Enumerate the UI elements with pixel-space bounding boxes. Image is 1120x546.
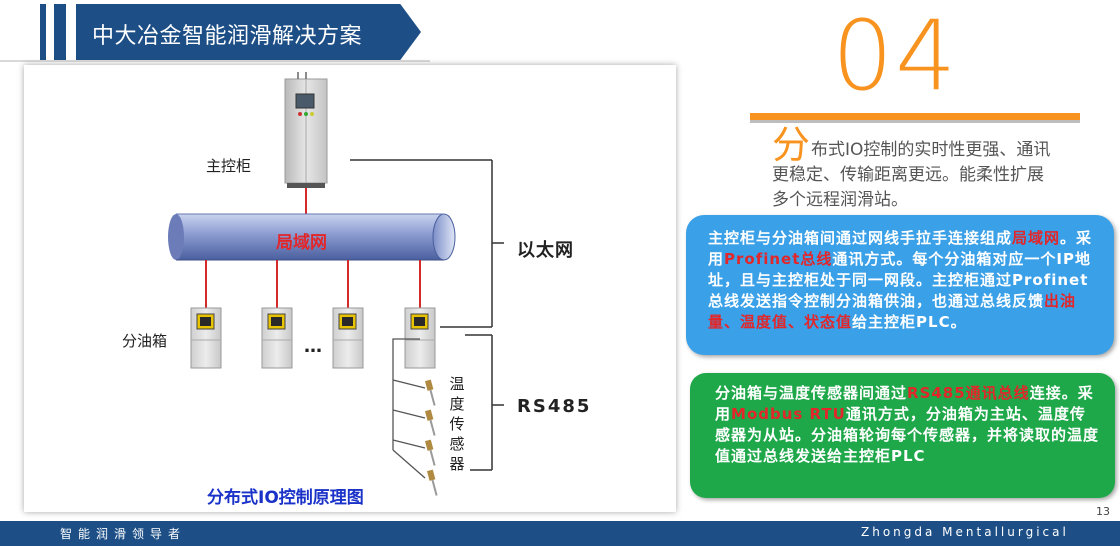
rs485-callout-text: 分油箱与温度传感器间通过RS485通讯总线连接。采用Modbus RTU通讯方式… xyxy=(715,383,1100,467)
more-boxes-ellipsis: … xyxy=(304,336,322,357)
diagram-caption: 分布式IO控制原理图 xyxy=(207,488,364,508)
lan-pipe xyxy=(168,213,456,261)
oil-box-1 xyxy=(190,307,222,369)
footer-bar xyxy=(0,521,1120,546)
page-number: 13 xyxy=(1096,505,1110,518)
profinet-highlight-lan: 局域网 xyxy=(1012,229,1061,247)
diagram-frame xyxy=(24,65,676,512)
ethernet-bracket xyxy=(350,159,504,328)
sensor-char-4: 感 xyxy=(449,435,465,453)
profinet-callout-text: 主控柜与分油箱间通过网线手拉手连接组成局域网。采用Profinet总线通讯方式。… xyxy=(708,228,1100,333)
oil-box-4 xyxy=(404,307,436,369)
oil-box-3 xyxy=(332,307,364,369)
profinet-text-1: 主控柜与分油箱间通过网线手拉手连接组成 xyxy=(708,229,1013,247)
lead-initial: 分 xyxy=(772,123,811,167)
ethernet-label: 以太网 xyxy=(517,240,574,261)
header-banner xyxy=(76,4,421,60)
lan-label: 局域网 xyxy=(276,233,327,253)
section-underline xyxy=(750,113,1080,120)
header-divider xyxy=(0,60,430,62)
rs485-text-2: 连接。采用 xyxy=(715,384,1094,423)
rs485-bracket xyxy=(465,334,504,471)
page-title: 中大冶金智能润滑解决方案 xyxy=(92,24,363,49)
profinet-highlight-bus: Profinet总线 xyxy=(724,250,833,268)
profinet-highlight-values: 出油量、温度值、状态值 xyxy=(708,292,1077,331)
rs485-text-3: 通讯方式，分油箱为主站、温度传感器为从站。分油箱轮询每个传感器，并将读取的温度值… xyxy=(715,405,1100,465)
footer-company: Zhongda Mentallurgical xyxy=(861,525,1069,539)
temperature-sensor-label: 温 度 传 感 器 xyxy=(448,374,466,474)
sensor-char-5: 器 xyxy=(449,455,465,473)
sensor-char-1: 温 xyxy=(449,375,465,393)
lead-line-2: 更稳定、传输距离更远。能柔性扩展 xyxy=(772,165,1044,185)
rs485-callout: 分油箱与温度传感器间通过RS485通讯总线连接。采用Modbus RTU通讯方式… xyxy=(690,373,1115,498)
profinet-text-4: 给主控柜PLC。 xyxy=(852,313,967,331)
box-links xyxy=(205,260,421,308)
oil-box-label: 分油箱 xyxy=(122,332,168,350)
rs485-highlight-modbus: Modbus RTU xyxy=(731,405,846,423)
lead-line-1: 布式IO控制的实时性更强、通讯 xyxy=(811,140,1051,160)
rs485-highlight-bus: RS485通讯总线 xyxy=(907,384,1030,402)
header-stripe-2 xyxy=(54,4,66,60)
main-cabinet-label: 主控柜 xyxy=(206,157,252,175)
sensor-char-2: 度 xyxy=(449,395,465,413)
sensor-char-3: 传 xyxy=(449,415,465,433)
main-cabinet xyxy=(284,72,328,188)
temperature-sensors xyxy=(424,379,438,496)
section-underline-shadow xyxy=(750,120,1080,123)
profinet-callout: 主控柜与分油箱间通过网线手拉手连接组成局域网。采用Profinet总线通讯方式。… xyxy=(686,215,1114,355)
footer-slogan: 智能润滑领导者 xyxy=(60,527,187,541)
rs485-text-1: 分油箱与温度传感器间通过 xyxy=(715,384,908,402)
rs485-label: RS485 xyxy=(517,396,592,417)
profinet-text-2: 。采用 xyxy=(708,229,1093,268)
header-stripe-1 xyxy=(40,4,46,60)
rs485-wiring xyxy=(392,338,426,479)
lead-line-3: 多个远程润滑站。 xyxy=(772,190,908,210)
profinet-text-3: 通讯方式。每个分油箱对应一个IP地址，且与主控柜处于同一网段。主控柜通过Prof… xyxy=(708,250,1091,310)
lead-paragraph: 布式IO控制的实时性更强、通讯 更稳定、传输距离更远。能柔性扩展 多个远程润滑站… xyxy=(772,138,1092,213)
section-number: 04 xyxy=(832,0,959,112)
oil-box-2 xyxy=(261,307,293,369)
